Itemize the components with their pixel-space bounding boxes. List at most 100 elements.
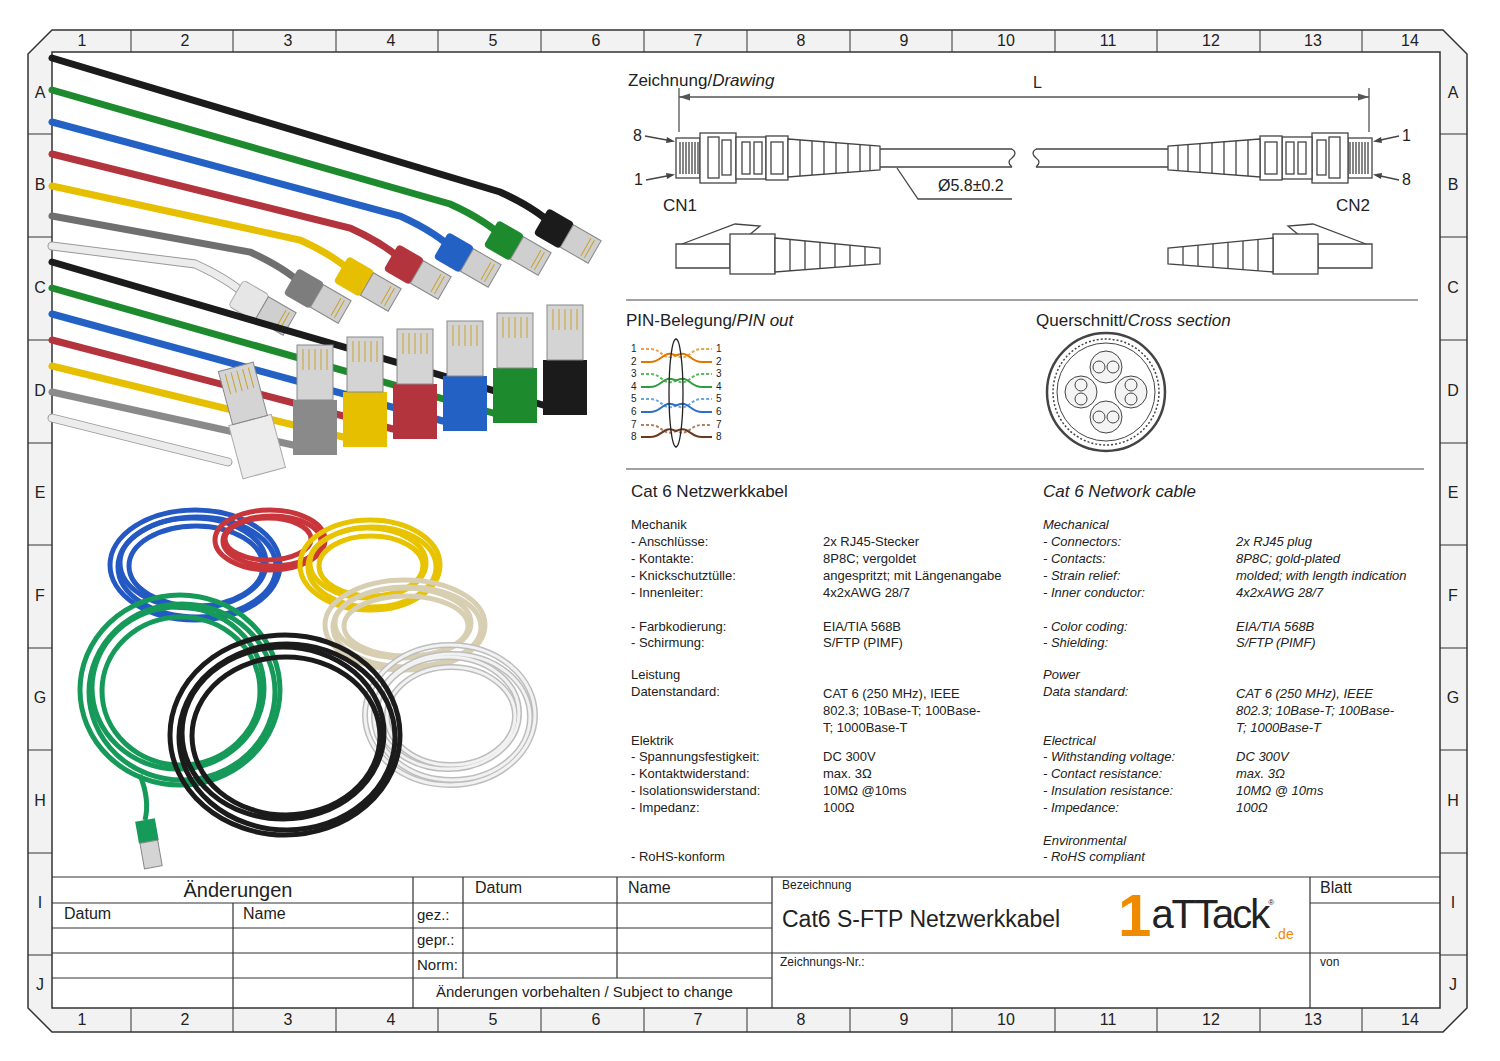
spec-value: CAT 6 (250 MHz), IEEE 802.3; 10Base-T; 1…: [1236, 685, 1401, 736]
ruler-letter: G: [34, 689, 46, 707]
cable-photo-lower: [229, 414, 286, 479]
section-title: PIN out: [737, 311, 794, 331]
table-cell: gez.:: [417, 906, 450, 923]
sheet-frame: [28, 30, 1467, 1032]
spec-value: molded; with length indication: [1236, 569, 1407, 584]
cable-photo-lower: [443, 376, 487, 431]
spec-text: - Insulation resistance:: [1043, 784, 1173, 799]
cable-photo-upper: [52, 58, 560, 304]
cable-photo-lower: [447, 321, 483, 376]
spec-text: Datenstandard:: [631, 685, 720, 700]
ruler-letter: A: [35, 84, 46, 102]
ruler-number: 3: [284, 32, 293, 50]
table-cell: Bezeichnung: [782, 879, 851, 893]
pinout-wiring: [641, 339, 712, 447]
cross-section: [1107, 361, 1119, 373]
ruler-number: 11: [1100, 1011, 1117, 1029]
spec-heading: Cat 6 Network cable: [1043, 482, 1196, 502]
cable-photo-lower: [52, 418, 228, 462]
cable-drawing: [730, 234, 775, 274]
cross-section: [1075, 393, 1087, 405]
cable-photo-lower: [303, 349, 327, 370]
ruler-letter: E: [1448, 484, 1459, 502]
spec-text: Power: [1043, 668, 1080, 683]
spec-text: Elektrik: [631, 734, 674, 749]
table-cell: Änderungen vorbehalten / Subject to chan…: [436, 983, 733, 1000]
cross-section: [1075, 379, 1087, 391]
ruler-letter: D: [34, 382, 46, 400]
spec-text: - Knickschutztülle:: [631, 569, 736, 584]
cross-section: [1093, 361, 1105, 373]
cable-drawing: [666, 173, 675, 179]
spec-text: - Anschlüsse:: [631, 535, 708, 550]
cable-drawing: [700, 133, 736, 183]
ruler-letter: G: [1447, 689, 1459, 707]
pin-number: 5: [716, 393, 722, 405]
cable-photo-lower: [393, 329, 437, 439]
cable-drawing: [676, 224, 880, 274]
cable-drawing: [645, 136, 1399, 180]
pin-number: 5: [631, 393, 637, 405]
ruler-number: 13: [1304, 1011, 1322, 1029]
cable-coils: [135, 818, 159, 843]
cable-photo-lower: [547, 305, 583, 360]
ruler-letter: H: [34, 792, 46, 810]
cable-drawing: [800, 140, 870, 176]
ruler-letter: H: [1447, 792, 1459, 810]
spec-text: - Farbkodierung:: [631, 620, 726, 635]
dimension-label: L: [1033, 74, 1042, 92]
pin-callout: 1: [634, 171, 643, 189]
cable-photo-upper: [460, 249, 501, 288]
spec-value: DC 300V: [1236, 750, 1289, 765]
cable-drawing: [1009, 149, 1015, 167]
ruler-number: 9: [900, 32, 909, 50]
cable-photo-upper: [52, 90, 510, 244]
title-block-grid: [52, 877, 1440, 978]
cross-section: [1047, 333, 1165, 451]
cable-photo-lower: [553, 309, 577, 330]
cable-photo-lower: [493, 313, 537, 423]
spec-value: S/FTP (PIMF): [1236, 636, 1316, 651]
cable-drawing: [679, 94, 690, 101]
cable-photo-lower: [403, 333, 427, 354]
spec-value: 10MΩ @ 10ms: [1236, 784, 1323, 799]
ruler-number: 9: [900, 1011, 909, 1029]
section-title: Cross section: [1128, 311, 1231, 331]
ruler-number: 1: [78, 1011, 87, 1029]
table-cell: Datum: [475, 879, 522, 897]
cable-coils: [223, 516, 321, 566]
pin-number: 6: [631, 406, 637, 418]
cable-photo-lower: [443, 321, 487, 431]
pin-number: 7: [716, 419, 722, 431]
table-cell: Name: [628, 879, 671, 897]
cable-drawing: [790, 239, 865, 271]
table-cell: Norm:: [417, 956, 458, 973]
pin-callout: 8: [633, 127, 642, 145]
cable-coils: [192, 657, 380, 815]
spec-value: CAT 6 (250 MHz), IEEE 802.3; 10Base-T; 1…: [823, 685, 988, 736]
cable-coils: [182, 647, 384, 819]
cable-drawing: [645, 88, 1399, 274]
cable-photo-upper: [531, 250, 544, 269]
cable-photo-lower: [493, 368, 537, 423]
spec-text: - Spannungsfestigkeit:: [631, 750, 760, 765]
cable-photo-lower: [52, 418, 228, 462]
pin-callout: 8: [1402, 171, 1411, 189]
spec-value: max. 3Ω: [823, 767, 872, 782]
cable-drawing: [1168, 224, 1372, 274]
ruler-number: 2: [181, 1011, 190, 1029]
cable-drawing: [1373, 173, 1382, 179]
ruler-letter: J: [1449, 976, 1457, 994]
cross-section: [1053, 339, 1159, 445]
table-cell: von: [1320, 956, 1339, 970]
cable-photo-upper: [410, 261, 451, 300]
ruler-letter: F: [35, 587, 45, 605]
spec-text: - Contacts:: [1043, 552, 1106, 567]
cable-photo-upper: [310, 285, 351, 324]
cable-drawing: [897, 168, 1012, 199]
cable-drawing: [1033, 133, 1372, 183]
spec-value: 8P8C; vergoldet: [823, 552, 916, 567]
pinout-wiring: [641, 379, 712, 387]
cable-photo-lower: [343, 337, 387, 447]
